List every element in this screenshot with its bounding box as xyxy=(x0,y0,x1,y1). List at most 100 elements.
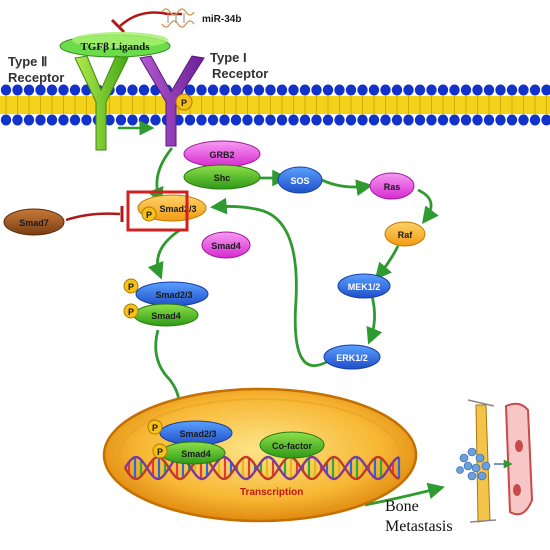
ligands-label: TGFβ Ligands xyxy=(80,41,150,53)
membrane-head-outer xyxy=(276,84,288,96)
membrane-head-inner xyxy=(219,114,230,126)
dna-strand-2 xyxy=(123,455,400,481)
membrane-head-outer xyxy=(288,84,299,96)
smad23-node: Smad2/3 P xyxy=(137,194,207,222)
membrane-head-outer xyxy=(368,84,380,96)
sos-to-ras-arrow xyxy=(317,176,373,196)
membrane-head-outer xyxy=(207,84,219,96)
membrane-head-outer xyxy=(138,84,150,96)
ras-to-raf-arrow xyxy=(417,188,439,225)
raf-to-mek-arrow xyxy=(374,245,400,280)
membrane-head-outer xyxy=(0,84,12,96)
raf-label: Raf xyxy=(398,230,414,240)
nuclear-smad-complex: Smad2/3 Smad4 P P xyxy=(147,419,233,465)
membrane-head-inner xyxy=(288,114,299,126)
smad7-inhibition-line xyxy=(65,212,121,222)
membrane-head-inner xyxy=(265,114,276,126)
membrane-head-inner xyxy=(138,114,150,126)
smad7-label: Smad7 xyxy=(19,218,49,228)
membrane-head-inner xyxy=(115,114,127,126)
membrane-head-outer xyxy=(460,84,472,96)
membrane-head-outer xyxy=(334,84,345,96)
bone-vessel-icon xyxy=(456,399,534,523)
shc-label: Shc xyxy=(214,173,231,183)
sos-node: SOS xyxy=(277,166,323,194)
membrane-head-outer xyxy=(35,84,46,96)
membrane-head-inner xyxy=(529,114,541,126)
membrane-head-inner xyxy=(46,114,58,126)
grb2-label: GRB2 xyxy=(209,150,234,160)
membrane-head-inner xyxy=(368,114,380,126)
membrane-head-inner xyxy=(69,114,81,126)
svg-text:Smad2/3: Smad2/3 xyxy=(179,429,216,439)
outcome-label-metastasis: Metastasis xyxy=(385,518,453,535)
membrane-head-inner xyxy=(230,114,242,126)
membrane-head-inner xyxy=(58,114,69,126)
smad7-node: Smad7 xyxy=(3,208,65,236)
membrane-head-outer xyxy=(483,84,495,96)
cytoplasm-smad-complex: Smad2/3 Smad4 P P xyxy=(123,278,209,327)
membrane-head-outer xyxy=(46,84,58,96)
svg-text:P: P xyxy=(152,423,158,433)
smad23-highlight-box xyxy=(126,190,189,232)
membrane-head-inner xyxy=(334,114,345,126)
ras-label: Ras xyxy=(384,182,401,192)
membrane-head-outer xyxy=(437,84,449,96)
grb2-node: GRB2 xyxy=(183,140,261,168)
membrane-head-inner xyxy=(426,114,437,126)
smad4-node: Smad4 xyxy=(201,231,251,259)
membrane-head-outer xyxy=(357,84,368,96)
membrane-head-inner xyxy=(81,114,92,126)
dna-strand-1 xyxy=(123,455,400,481)
membrane-head-outer xyxy=(472,84,483,96)
smad23-phospho-badge xyxy=(141,206,157,222)
type1-receptor-label-1: Type I xyxy=(210,50,247,65)
membrane-head-inner xyxy=(322,114,334,126)
svg-text:Smad2/3: Smad2/3 xyxy=(155,290,192,300)
membrane-head-outer xyxy=(58,84,69,96)
membrane-head-inner xyxy=(196,114,207,126)
membrane-head-inner xyxy=(380,114,391,126)
membrane-head-outer xyxy=(403,84,414,96)
transcription-label: Transcription xyxy=(240,487,303,498)
membrane-head-inner xyxy=(299,114,311,126)
type2-receptor-label-1: Type Ⅱ xyxy=(8,54,47,69)
membrane-head-inner xyxy=(242,114,253,126)
membrane-head-inner xyxy=(541,114,550,126)
membrane-head-outer xyxy=(69,84,81,96)
svg-text:Smad4: Smad4 xyxy=(151,311,181,321)
smad-to-complex-arrow xyxy=(147,228,181,280)
membrane-head-outer xyxy=(529,84,541,96)
membrane-head-outer xyxy=(115,84,127,96)
membrane-head-inner xyxy=(23,114,35,126)
erk-node: ERK1/2 xyxy=(323,344,381,370)
type2-receptor-label-2: Receptor xyxy=(8,70,64,85)
membrane-head-inner xyxy=(449,114,460,126)
membrane-head-outer xyxy=(495,84,506,96)
mir34b-group: miR-34b xyxy=(110,8,241,34)
membrane-head-outer xyxy=(196,84,207,96)
membrane-head-inner xyxy=(253,114,265,126)
erk-label: ERK1/2 xyxy=(336,353,368,363)
svg-text:P: P xyxy=(128,282,134,292)
membrane-head-inner xyxy=(437,114,449,126)
membrane-head-inner xyxy=(472,114,483,126)
svg-text:P: P xyxy=(128,307,134,317)
membrane-head-inner xyxy=(12,114,23,126)
membrane-head-inner xyxy=(184,114,196,126)
ras-node: Ras xyxy=(369,172,415,200)
cofactor-node: Co-factor xyxy=(259,431,325,459)
mir34b-inhibition-bar xyxy=(110,18,126,34)
shc-node: Shc xyxy=(183,164,261,190)
erk-to-smad23-arrow xyxy=(209,197,331,367)
tgfb-ligands: TGFβ Ligands xyxy=(59,32,171,58)
membrane-head-outer xyxy=(299,84,311,96)
hairpin-icon xyxy=(161,8,195,28)
smad23-label: Smad2/3 xyxy=(159,204,196,214)
membrane-head-inner xyxy=(506,114,518,126)
cofactor-label: Co-factor xyxy=(272,441,312,451)
membrane-head-outer xyxy=(322,84,334,96)
outcome-label-bone: Bone xyxy=(385,498,419,515)
type1-receptor xyxy=(139,55,205,147)
